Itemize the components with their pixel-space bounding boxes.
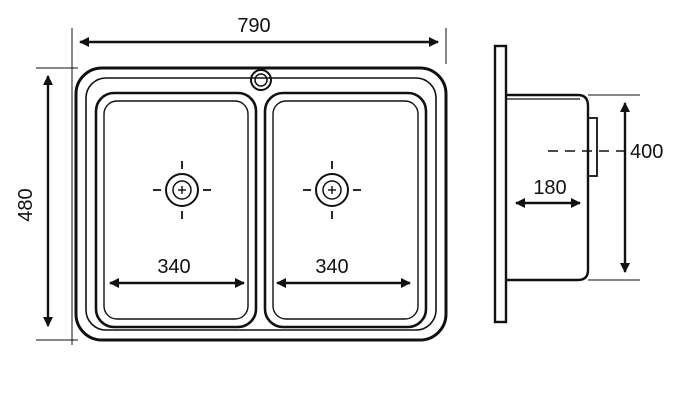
bowl-depth-label: 180 [533, 177, 566, 199]
overall-height-label: 480 [15, 188, 37, 221]
sink-inner-rim [85, 77, 437, 331]
right-bowl-width-label: 340 [315, 256, 348, 278]
side-overflow [587, 117, 598, 177]
dimension-left-bowl-width: 340 [109, 256, 245, 288]
sink-outer-rim [74, 66, 448, 342]
sink-side-view [493, 44, 625, 324]
side-height-label: 400 [630, 141, 663, 163]
tap-hole-outer [250, 69, 272, 91]
left-bowl [94, 91, 258, 329]
right-drain [303, 161, 361, 219]
side-rim [493, 44, 508, 324]
dimension-overall-width: 790 [71, 15, 447, 345]
dimension-side-height: 400 [588, 94, 663, 281]
right-bowl [263, 91, 428, 329]
tap-hole-inner [254, 73, 268, 87]
dimension-overall-height: 480 [15, 67, 78, 341]
sink-top-view [74, 66, 448, 342]
left-bowl-width-label: 340 [157, 256, 190, 278]
dimension-bowl-depth: 180 [515, 177, 581, 208]
side-bowl-profile [506, 93, 590, 282]
dimension-right-bowl-width: 340 [276, 256, 411, 288]
overall-width-label: 790 [237, 15, 270, 37]
left-drain [153, 161, 211, 219]
